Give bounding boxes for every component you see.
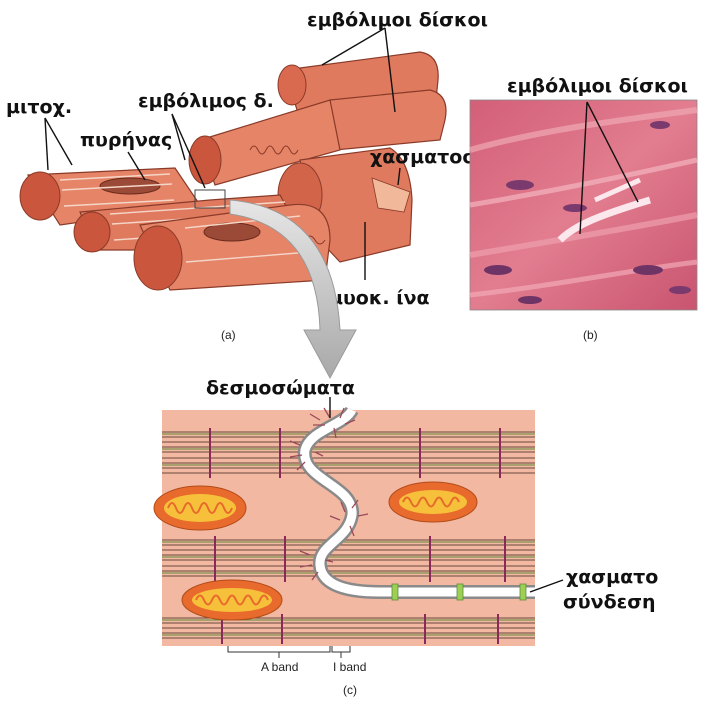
mitochondrion-3 [181, 579, 283, 621]
label-intercalated-disc: εμβόλιμος δ. [138, 90, 274, 112]
label-intercalated-discs-b: εμβόλιμοι δίσκοι [507, 75, 688, 97]
label-mitochondria: μιτοχ. [6, 96, 72, 118]
panel-c-illustration [153, 406, 535, 646]
label-nucleus: πυρήνας [80, 129, 172, 151]
label-i-band: I band [333, 660, 366, 674]
label-a-band: A band [261, 660, 298, 674]
label-gap-junction-c-line2: σύνδεση [563, 591, 656, 613]
label-gap-junction-c-line1: χασματο [566, 566, 658, 588]
label-muscle-fiber: μυοκ. ίνα [329, 287, 430, 309]
mitochondrion-1 [153, 485, 247, 531]
zoom-region-box [194, 189, 226, 209]
band-brackets [227, 646, 351, 658]
mitochondrion-2 [388, 481, 478, 523]
gap-junctions [391, 583, 527, 601]
panel-a-illustration [19, 51, 447, 291]
caption-a: (a) [221, 328, 236, 342]
caption-c: (c) [343, 683, 357, 697]
label-desmosomes: δεσμοσώματα [206, 377, 355, 399]
zoom-arrow [229, 199, 357, 380]
muscle-fiber-back [188, 51, 447, 186]
caption-b: (b) [583, 328, 598, 342]
panel-b-micrograph [469, 99, 698, 311]
label-intercalated-discs-top: εμβόλιμοι δίσκοι [307, 9, 488, 31]
desmosome-cluster [289, 407, 369, 581]
panel-a-leaders [44, 27, 401, 280]
